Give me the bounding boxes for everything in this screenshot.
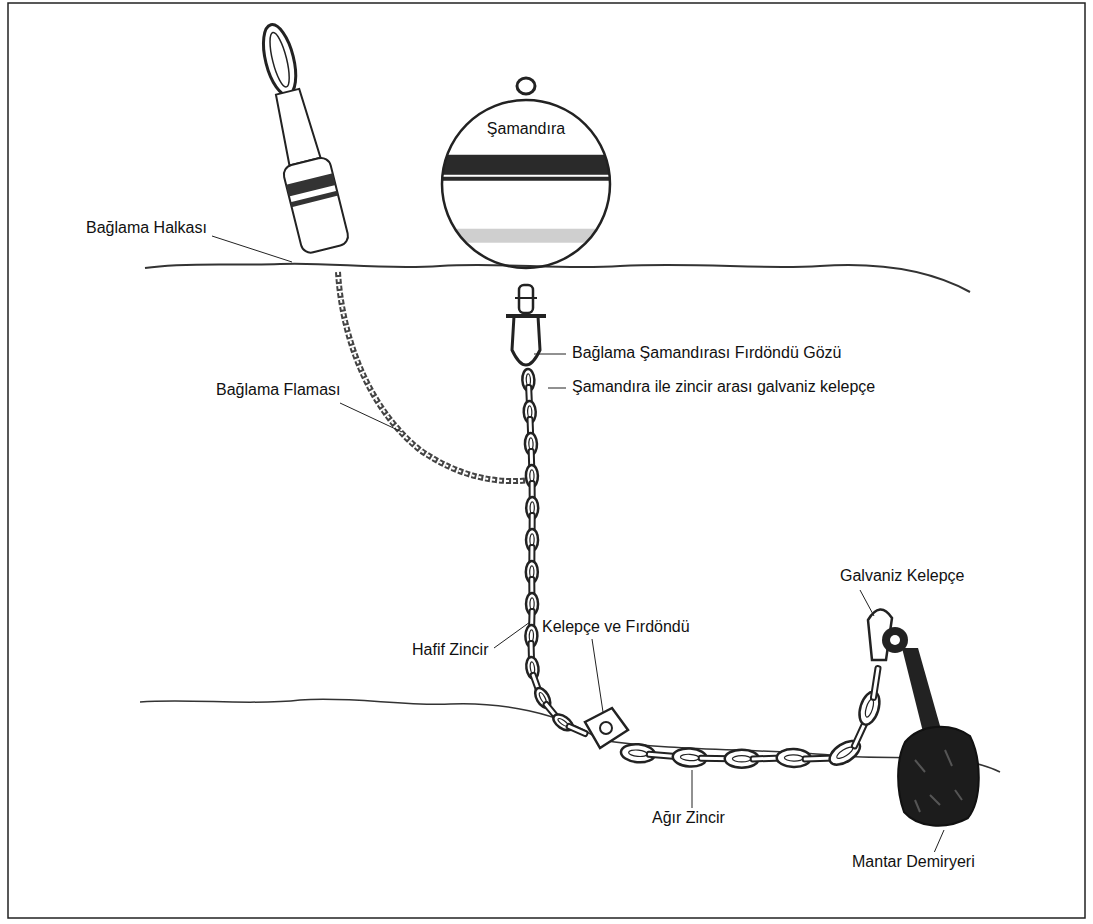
leader-lines	[494, 622, 530, 648]
buoy-fill	[440, 155, 612, 243]
leader-lines	[692, 770, 693, 810]
swivel-eye	[515, 297, 537, 299]
leader-lines	[534, 354, 566, 355]
part-label: Ağır Zincir	[650, 808, 727, 827]
clamp-and-swivel	[600, 722, 612, 734]
leader-lines	[860, 590, 874, 616]
leader-lines	[212, 236, 944, 862]
pickup-buoy	[272, 88, 320, 166]
buoy-stripe	[440, 155, 612, 175]
clamp-and-swivel	[585, 708, 628, 748]
light-chain	[528, 372, 590, 735]
pickup-chain	[338, 272, 530, 481]
frame	[8, 3, 1085, 918]
galvanized-shackle	[506, 314, 546, 318]
mushroom-anchor	[915, 750, 962, 812]
heavy-chain	[856, 689, 883, 727]
mooring-buoy: Şamandıra	[440, 98, 612, 270]
part-label: Galvaniz Kelepçe	[838, 566, 967, 585]
heavy-chain	[864, 698, 876, 718]
light-chain	[566, 723, 588, 736]
buoy-shading	[440, 229, 612, 243]
leader-lines	[548, 388, 566, 389]
buoy-label: Şamandıra	[440, 120, 612, 138]
swivel-eye	[515, 285, 537, 313]
buoy-top-ring	[517, 78, 535, 94]
heavy-chain	[628, 749, 647, 757]
heavy-chain	[871, 666, 881, 700]
heavy-chain	[680, 754, 699, 761]
galvanized-shackle	[506, 316, 546, 365]
seabed-line	[140, 699, 1000, 772]
galvanized-shackle	[512, 316, 540, 365]
heavy-chain	[620, 664, 883, 769]
clamp-and-swivel	[585, 708, 628, 748]
pickup-buoy	[266, 31, 293, 89]
light-chain	[566, 723, 588, 736]
water-line	[145, 264, 970, 292]
pickup-buoy	[282, 156, 350, 255]
pickup-buoy	[290, 191, 338, 207]
leader-lines	[592, 639, 603, 712]
part-label: Şamandıra ile zincir arası galvaniz kele…	[570, 377, 877, 396]
pickup-buoy	[248, 19, 350, 255]
part-label: Hafif Zincir	[410, 640, 490, 659]
part-label: Bağlama Halkası	[84, 218, 209, 237]
part-label: Bağlama Flaması	[214, 380, 343, 399]
light-chain	[522, 369, 590, 737]
heavy-chain	[856, 689, 883, 727]
part-label: Kelepçe ve Fırdöndü	[540, 617, 692, 636]
pickup-buoy	[257, 21, 302, 98]
frame	[8, 3, 1085, 918]
buoy-top-ring	[517, 78, 535, 94]
buoy-stripe	[440, 177, 612, 181]
mushroom-anchor	[890, 635, 900, 645]
seabed-line	[140, 699, 1000, 772]
water-line	[145, 264, 970, 292]
part-label: Mantar Demiryeri	[850, 852, 977, 871]
pickup-chain	[338, 272, 530, 481]
mushroom-anchor	[898, 727, 979, 826]
leader-lines	[212, 236, 292, 262]
mushroom-anchor	[882, 627, 979, 826]
part-label: Bağlama Şamandırası Fırdöndü Gözü	[570, 343, 843, 362]
pickup-chain	[338, 272, 530, 481]
heavy-chain	[784, 755, 803, 762]
heavy-chain	[871, 666, 881, 700]
leader-lines	[340, 403, 402, 432]
heavy-chain	[732, 756, 751, 762]
